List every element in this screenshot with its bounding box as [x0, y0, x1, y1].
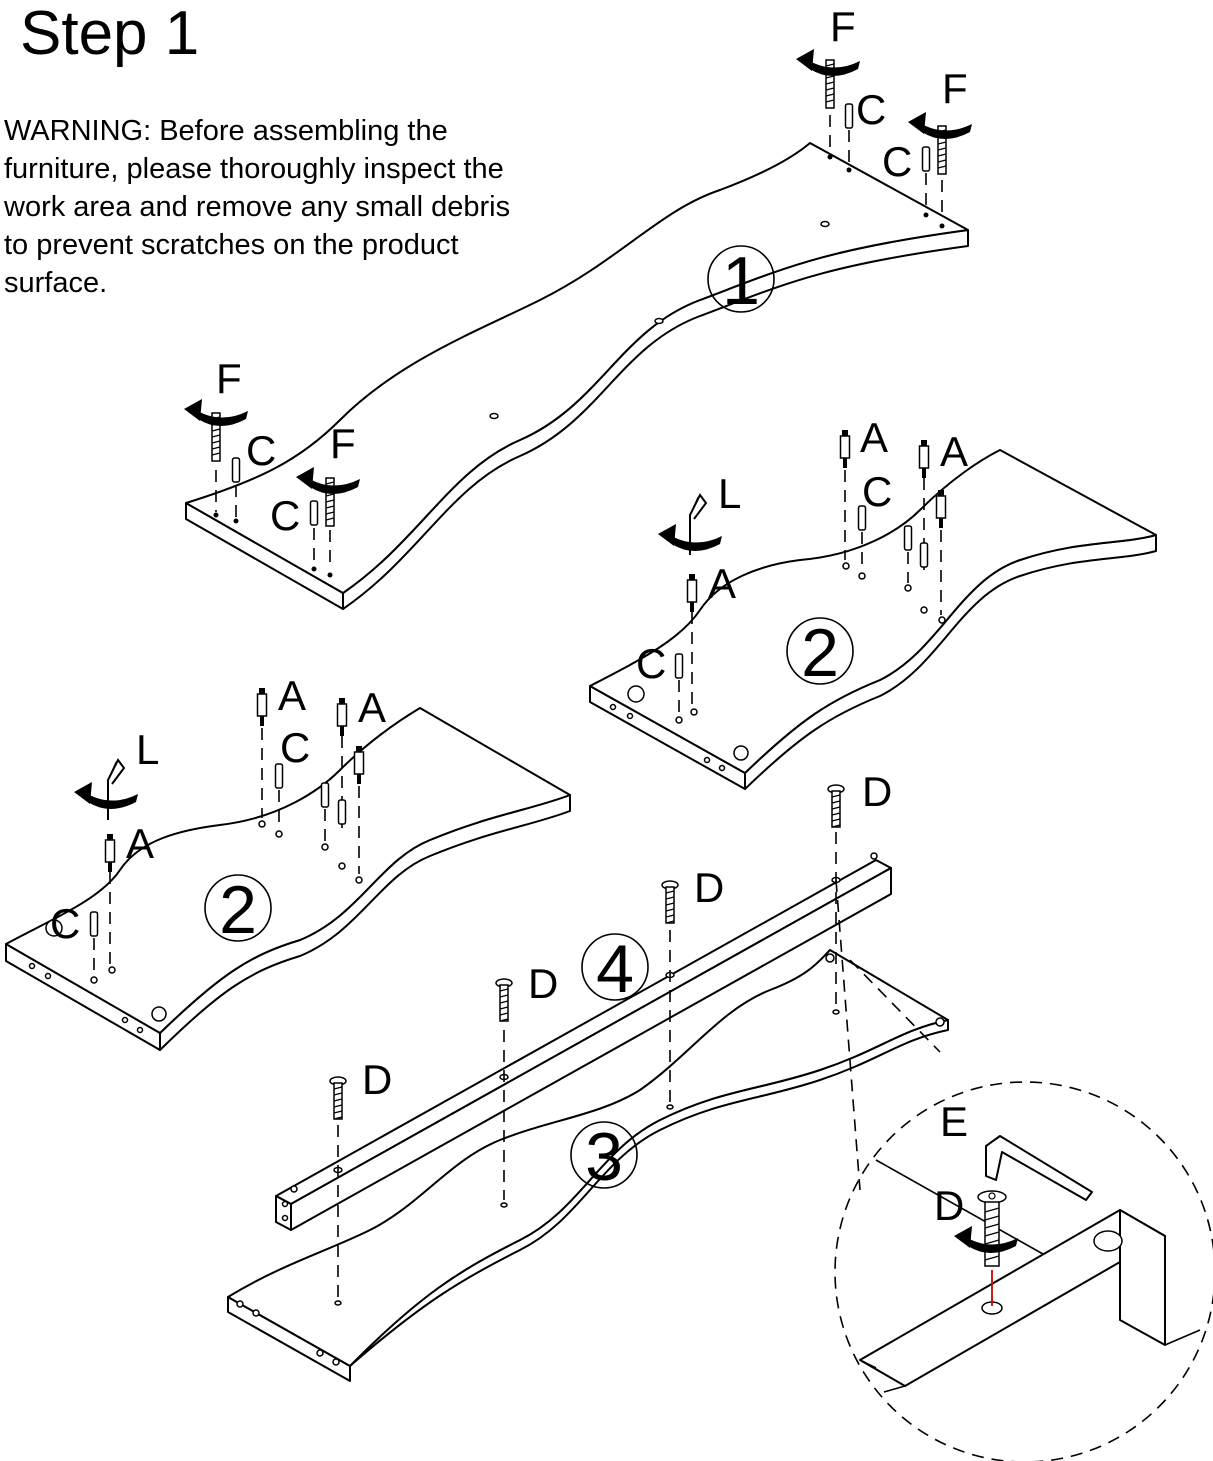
rail-4: 4 [275, 852, 892, 1231]
label-C: C [50, 900, 80, 947]
panel-3: 3 [227, 949, 949, 1382]
detail-callout: E D [834, 879, 1213, 1461]
label-C: C [246, 427, 276, 474]
label-C: C [882, 138, 912, 185]
warning-text: WARNING: Before assembling the furniture… [4, 115, 511, 299]
label-A: A [126, 820, 154, 867]
panel-2-right-hardware: L A C A C A [636, 414, 968, 724]
label-C: C [856, 86, 886, 133]
part-3-number: 3 [585, 1119, 623, 1195]
label-F: F [942, 65, 968, 112]
label-D: D [362, 1056, 392, 1103]
label-F: F [216, 355, 242, 402]
label-D: D [934, 1182, 964, 1229]
panel-2-left-hardware: L A C A C A [50, 672, 386, 984]
label-C: C [862, 468, 892, 515]
label-L: L [718, 470, 741, 517]
panel-2-left: 2 [5, 707, 571, 1051]
panel-1: 1 [185, 142, 969, 610]
part-1-badge [707, 245, 775, 313]
panel-2-right: 2 [589, 449, 1157, 790]
panel-1-hardware: F F C C F F C C [184, 3, 972, 578]
label-C: C [270, 492, 300, 539]
label-D: D [862, 768, 892, 815]
part-4-number: 4 [596, 931, 634, 1007]
label-A: A [940, 428, 968, 475]
part-2-number: 2 [801, 615, 839, 691]
page-title: Step 1 [20, 0, 200, 68]
label-F: F [330, 420, 356, 467]
label-A: A [860, 414, 888, 461]
rail-4-hardware: D D D D [329, 768, 892, 1306]
label-C: C [280, 724, 310, 771]
label-L: L [136, 726, 159, 773]
label-E: E [940, 1098, 968, 1145]
label-C: C [636, 640, 666, 687]
label-A: A [708, 560, 736, 607]
label-D: D [694, 864, 724, 911]
label-D: D [528, 960, 558, 1007]
label-A: A [278, 672, 306, 719]
part-2-number: 2 [219, 872, 257, 948]
label-F: F [830, 3, 856, 50]
label-A: A [358, 684, 386, 731]
part-1-number: 1 [722, 243, 760, 319]
